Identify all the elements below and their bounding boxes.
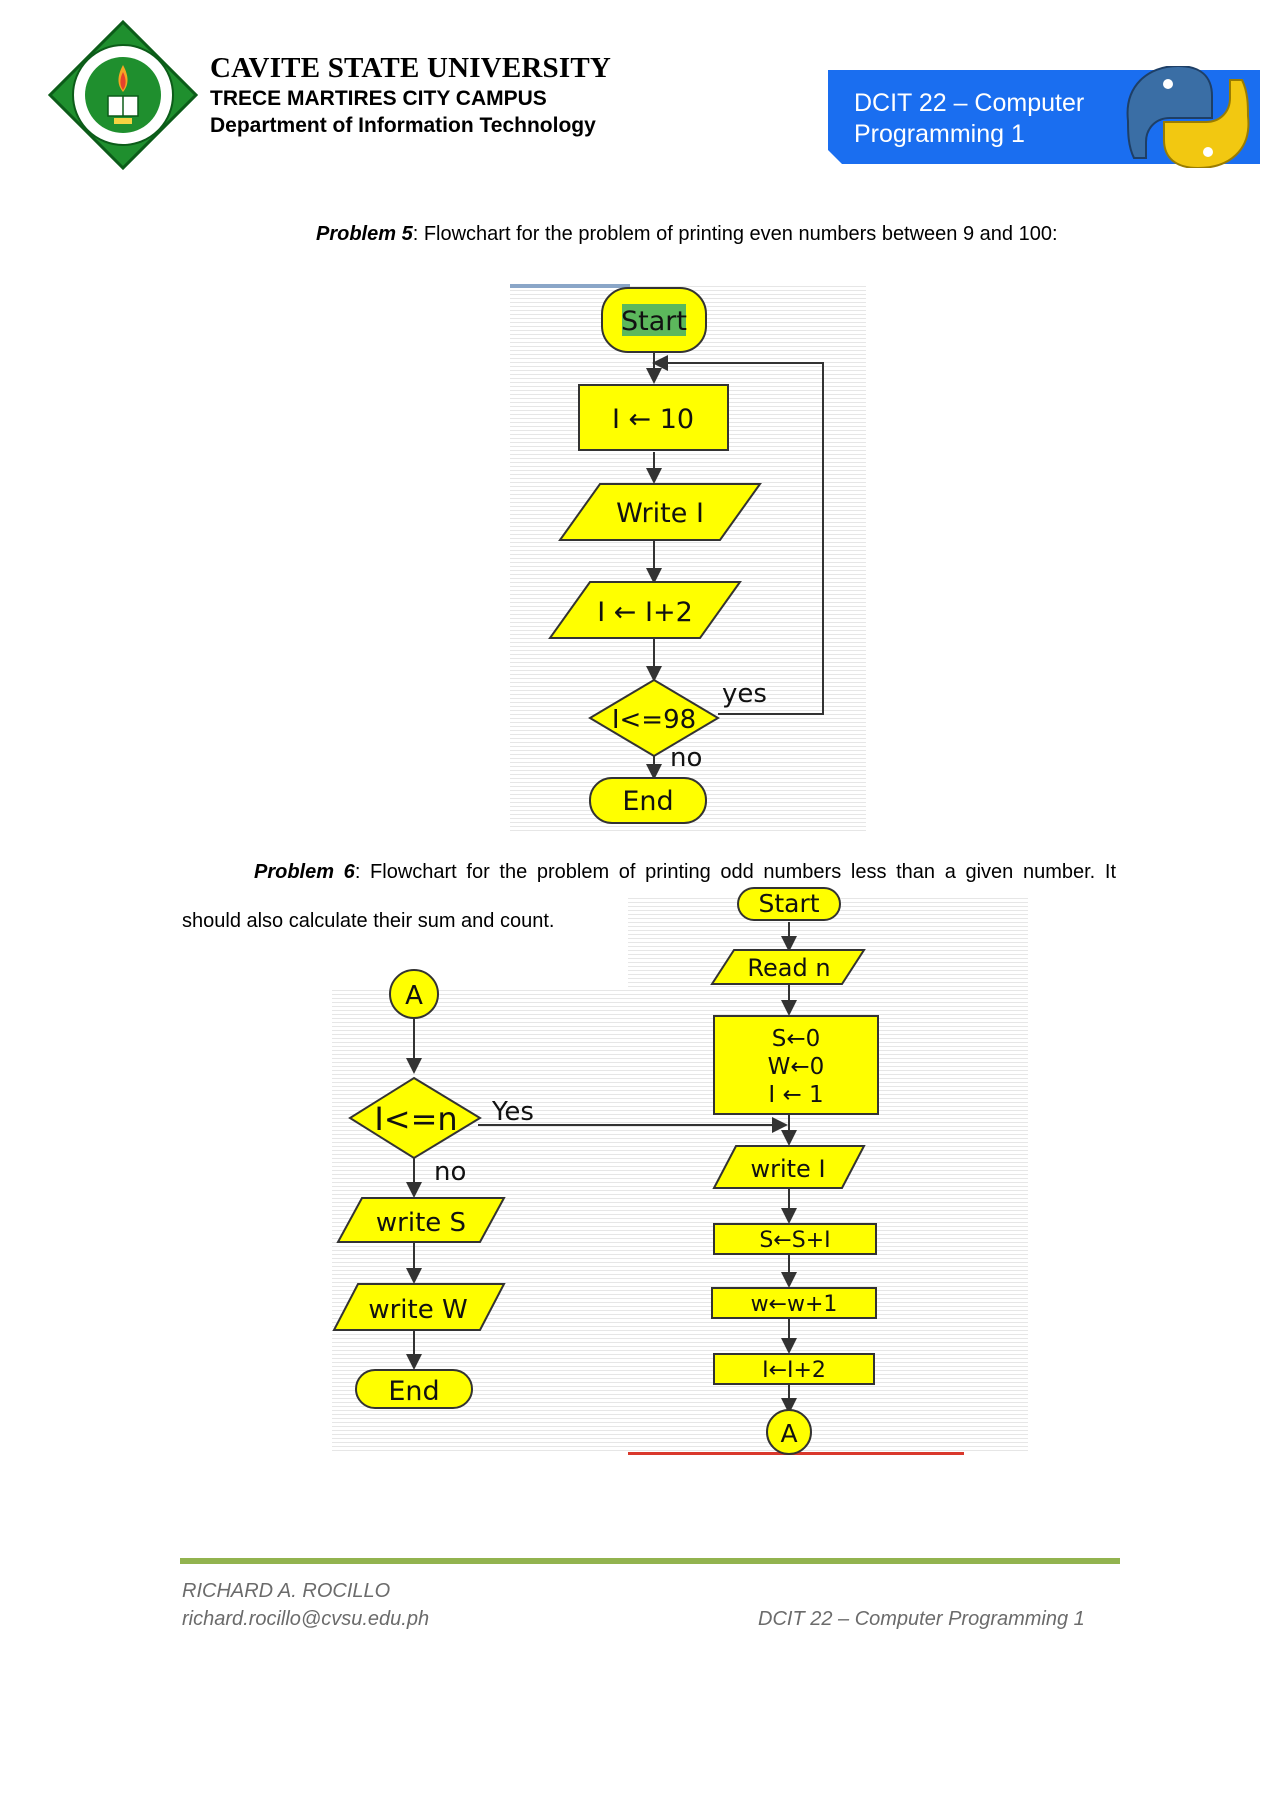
footer-author: RICHARD A. ROCILLO [182,1580,391,1602]
condition-label: I<=n [374,1100,457,1138]
end-terminal: End [355,1369,473,1409]
problem5-statement: Problem 5: Flowchart for the problem of … [316,222,1058,246]
count-label: w←w+1 [751,1292,838,1317]
problem6-text-line2: should also calculate their sum and coun… [182,910,555,932]
sum-process: S←S+I [713,1223,877,1255]
condition-decision: I<=n [348,1076,482,1160]
footer-rule [180,1558,1120,1564]
read-label: Read n [747,954,830,982]
course-title-line1: DCIT 22 – Computer [854,89,1085,117]
university-name: CAVITE STATE UNIVERSITY [210,52,612,84]
connector-a: A [389,969,439,1019]
end-label: End [388,1376,439,1407]
count-process: w←w+1 [711,1287,877,1319]
init-i-label: I ← 1 [768,1082,823,1108]
increment-io: I ← I+2 [548,581,742,639]
course-title-line2: Programming 1 [854,120,1025,148]
start-label: Start [621,306,687,337]
condition-decision: I<=98 [588,678,720,758]
problem5-label: Problem 5 [316,223,413,245]
problem6-statement: Problem 6: Flowchart for the problem of … [254,860,1116,884]
init-process: S←0 W←0 I ← 1 [713,1015,879,1115]
connector-a-label: A [405,981,423,1011]
init-w-label: W←0 [768,1054,825,1080]
init-label: I ← 10 [612,404,694,435]
end-label: End [622,786,673,817]
condition-label: I<=98 [612,705,696,735]
footer-email: richard.rocillo@cvsu.edu.ph [182,1608,430,1630]
write-w-io: write W [332,1283,506,1331]
write-w-label: write W [368,1295,467,1325]
problem5-text: : Flowchart for the problem of printing … [412,223,1058,245]
increment-label: I←I+2 [762,1358,826,1383]
connector-a-end-label: A [780,1419,797,1448]
sum-label: S←S+I [759,1228,830,1253]
python-logo-icon [1126,66,1250,168]
increment-label: I ← I+2 [597,597,693,628]
university-seal-logo [48,20,198,170]
write-io: Write I [558,483,762,541]
connector-a-end: A [766,1409,812,1455]
write-label: Write I [616,498,704,529]
problem6-flowchart: A I<=n Yes no write S write W End Start … [332,887,1028,1455]
no-label: no [670,743,702,773]
end-terminal: End [589,777,707,824]
write-i-label: write I [750,1155,825,1183]
problem5-flowchart: Start I ← 10 Write I I ← I+2 I<=98 yes n… [510,284,866,832]
yes-label: Yes [491,1097,534,1127]
yes-label: yes [722,679,767,709]
increment-process: I←I+2 [713,1353,875,1385]
campus-name: TRECE MARTIRES CITY CAMPUS [210,87,547,110]
course-banner-title: DCIT 22 – Computer Programming 1 [854,88,1094,150]
write-s-label: write S [376,1208,466,1238]
no-label: no [434,1157,466,1187]
problem6-label: Problem 6 [254,861,355,883]
department-name: Department of Information Technology [210,114,596,137]
start-label: Start [758,889,819,918]
start-terminal: Start [601,287,707,353]
footer-course: DCIT 22 – Computer Programming 1 [758,1608,1085,1630]
write-i-io: write I [712,1145,866,1189]
start-terminal: Start [737,887,841,921]
read-io: Read n [710,949,866,985]
problem6-text-line1: : Flowchart for the problem of printing … [354,861,1117,883]
init-s-label: S←0 [772,1026,821,1052]
write-s-io: write S [336,1197,506,1243]
init-process: I ← 10 [578,384,729,451]
course-banner [828,66,1260,168]
